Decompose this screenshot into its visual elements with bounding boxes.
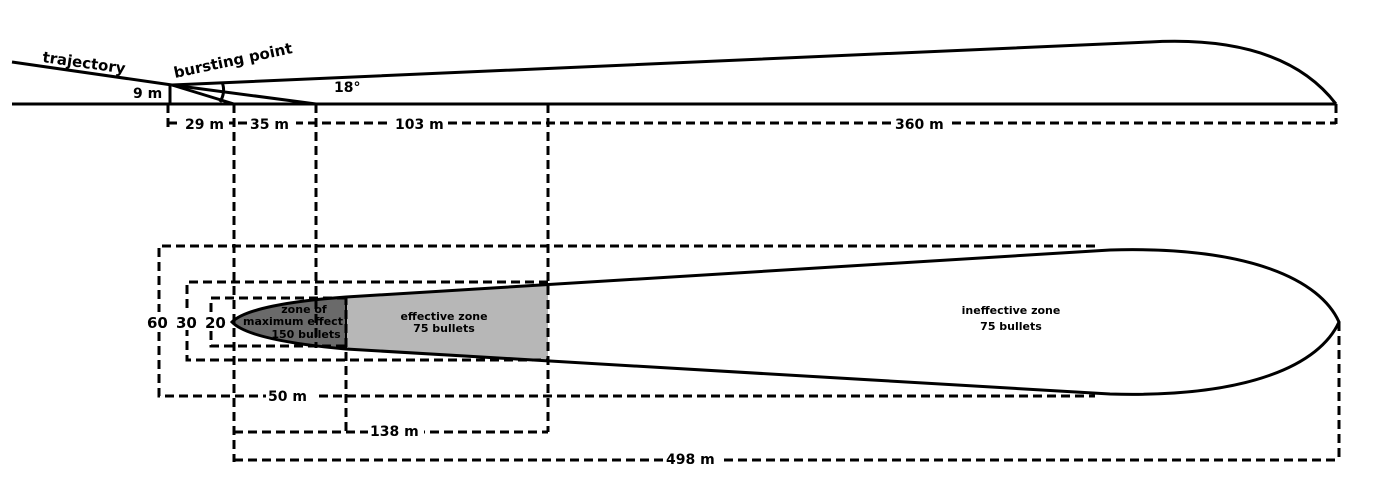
ineffective-zone-label-2: 75 bullets xyxy=(980,320,1042,333)
top-distance-1: 29 m xyxy=(185,117,224,133)
angle-label: 18° xyxy=(334,80,360,96)
bottom-distance-498: 498 m xyxy=(666,452,715,468)
top-distance-4: 360 m xyxy=(895,117,944,133)
cone-inner-line xyxy=(171,83,235,106)
cone-lower-edge xyxy=(171,83,317,106)
top-distance-2: 35 m xyxy=(250,117,289,133)
angle-arc xyxy=(218,81,226,103)
effective-zone-label-1: effective zone xyxy=(400,310,487,323)
trajectory-line xyxy=(11,60,173,87)
width-label-20: 20 xyxy=(205,314,226,332)
max-effect-label-3: 150 bullets xyxy=(271,328,341,341)
ineffective-zone-label-1: ineffective zone xyxy=(962,304,1061,317)
height-label: 9 m xyxy=(133,86,162,102)
max-effect-label-2: maximum effect xyxy=(243,315,343,328)
side-view: trajectory bursting point 9 m 18° 29 m 3… xyxy=(11,39,1338,133)
width-label-30: 30 xyxy=(176,314,197,332)
effective-zone-label-2: 75 bullets xyxy=(413,322,475,335)
plan-view: 60 30 20 zone of maximum effect 150 bull… xyxy=(146,104,1341,468)
bottom-distance-50: 50 m xyxy=(268,389,307,405)
side-cone-outline xyxy=(171,39,1338,105)
top-distance-3: 103 m xyxy=(395,117,444,133)
bursting-point-label: bursting point xyxy=(172,39,294,82)
width-label-60: 60 xyxy=(147,314,168,332)
max-effect-label-1: zone of xyxy=(281,303,327,316)
bottom-distance-138: 138 m xyxy=(370,424,419,440)
effective-zone-shape xyxy=(346,284,548,360)
